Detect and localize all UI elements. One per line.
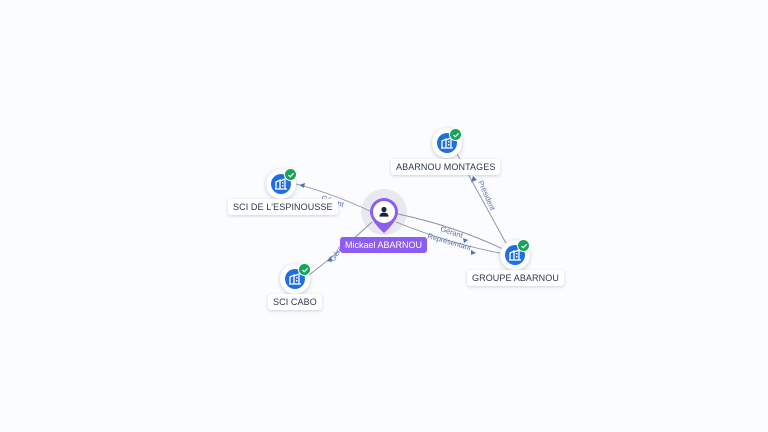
company-label[interactable]: SCI CABO [268, 294, 322, 310]
building-icon [275, 178, 287, 190]
company-label[interactable]: SCI DE L'ESPINOUSSE [228, 199, 338, 215]
edge-person-groupe-representant [395, 221, 506, 255]
verified-check-icon [449, 128, 462, 141]
verified-check-icon [517, 239, 530, 252]
building-icon [289, 273, 301, 285]
verified-check-icon [298, 263, 311, 276]
building-icon [441, 137, 453, 149]
edge-person-groupe-gerant [397, 213, 506, 251]
company-label[interactable]: GROUPE ABARNOU [467, 270, 564, 286]
person-name-label[interactable]: Mickael ABARNOU [340, 237, 428, 253]
person-pin[interactable] [367, 195, 401, 235]
building-icon [509, 249, 521, 261]
edge-arrow-sci-espinousse [299, 183, 305, 188]
edge-arrow-abarnou-montages [471, 176, 477, 182]
user-icon [379, 206, 389, 217]
edge-arrow-sci-cabo [327, 256, 332, 262]
edge-arrow-groupe-representant [471, 250, 476, 255]
verified-check-icon [284, 168, 297, 181]
edge-arrow-groupe-gerant [463, 238, 468, 243]
company-label[interactable]: ABARNOU MONTAGES [391, 159, 501, 175]
